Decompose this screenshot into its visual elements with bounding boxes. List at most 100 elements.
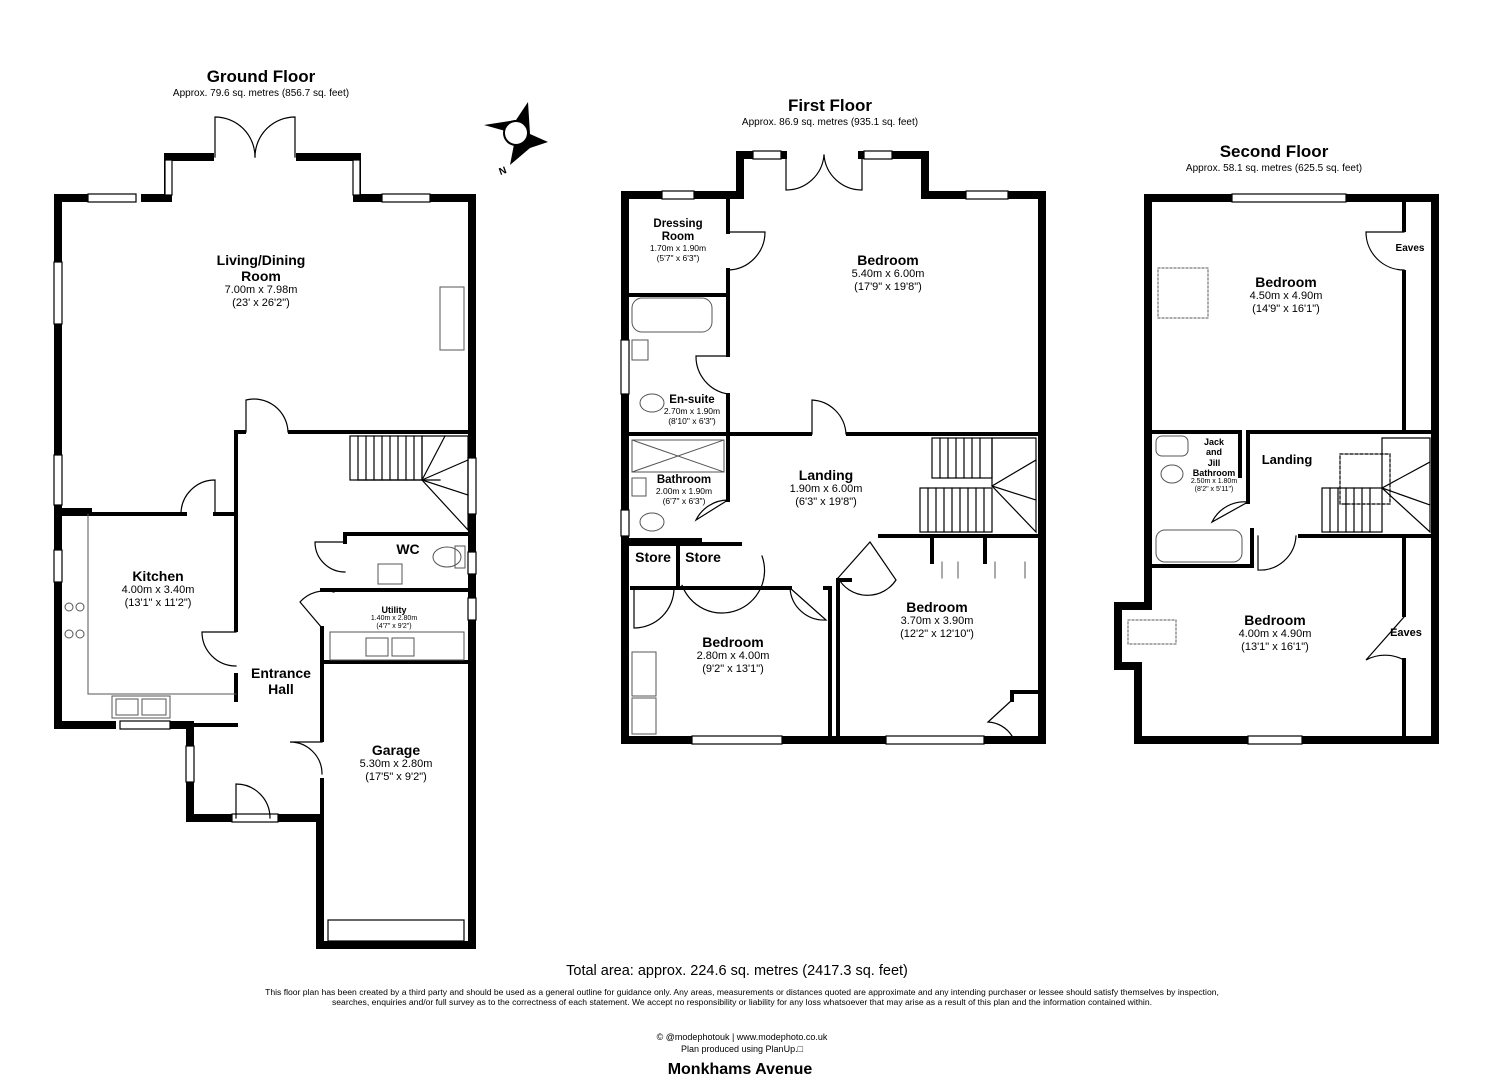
room-label-utility: Utility 1.40m x 2.80m (4'7" x 9'2")	[371, 605, 417, 631]
room-name: Bedroom	[857, 252, 919, 268]
room-name: Dressing	[653, 218, 703, 230]
room-dimensions-imperial: (9'2" x 13'1")	[702, 662, 764, 675]
second-floor-interior-walls	[1148, 196, 1432, 742]
property-address: Monkhams Avenue	[667, 1061, 813, 1078]
room-dimensions-metric: 1.40m x 2.80m	[370, 615, 418, 623]
room-label-kitchen: Kitchen 4.00m x 3.40m (13'1" x 11'2")	[122, 568, 195, 609]
room-name: Bathroom	[656, 474, 712, 486]
room-name: Room	[241, 268, 281, 285]
room-name: Bedroom	[1244, 612, 1306, 628]
room-name: En-suite	[669, 394, 715, 406]
room-label-bedroom-2: Bedroom 3.70m x 3.90m (12'2" x 12'10")	[900, 599, 974, 640]
room-dimensions-imperial: (14'9" x 16'1")	[1252, 302, 1320, 315]
ground-floor-doors	[180, 116, 346, 819]
second-floor-plan	[1114, 193, 1439, 745]
room-name: Kitchen	[132, 568, 184, 584]
room-label-store: Store	[685, 549, 721, 565]
room-dimensions-metric: 4.50m x 4.90m	[1249, 290, 1323, 303]
first-floor-plan	[620, 150, 1046, 745]
room-dimensions-imperial: (4'7" x 9'2")	[376, 623, 412, 631]
room-dimensions-imperial: (12'2" x 12'10")	[900, 627, 974, 640]
ground-floor-windows	[53, 159, 477, 942]
room-name: Bedroom	[906, 599, 968, 615]
first-floor-interior-walls	[623, 193, 1044, 742]
ground-floor-plan	[53, 116, 477, 949]
room-label-garage: Garage 5.30m x 2.80m (17'5" x 9'2")	[360, 742, 433, 783]
room-dimensions-metric: 4.00m x 4.90m	[1238, 628, 1312, 641]
photographer-credit: © @modephotouk | www.modephoto.co.uk	[656, 1032, 828, 1042]
floor-title: First Floor	[787, 96, 873, 115]
room-dimensions-metric: 5.40m x 6.00m	[851, 268, 925, 281]
room-label-eaves: Eaves	[1390, 627, 1422, 639]
room-dimensions-metric: 2.50m x 1.80m	[1190, 478, 1238, 486]
second-floor-doors	[1210, 231, 1405, 661]
room-label-wc: WC	[396, 541, 420, 557]
room-dimensions-imperial: (13'1" x 11'2")	[124, 596, 192, 609]
room-dimensions-metric: 2.80m x 4.00m	[696, 650, 770, 663]
floor-title: Second Floor	[1219, 142, 1329, 161]
room-label-jack-and-jill-bathroom: Jack and Jill Bathroom 2.50m x 1.80m (8'…	[1191, 437, 1237, 494]
ground-floor-interior-walls	[86, 430, 474, 820]
room-dimensions-metric: 1.70m x 1.90m	[649, 243, 707, 254]
room-dimensions-imperial: (13'1" x 16'1")	[1241, 640, 1309, 653]
second-floor-fixtures	[1127, 267, 1243, 645]
total-area: Total area: approx. 224.6 sq. metres (24…	[566, 963, 908, 979]
room-dimensions-imperial: (8'10" x 6'3")	[668, 415, 716, 426]
room-label-bathroom: Bathroom 2.00m x 1.90m (6'7" x 6'3")	[656, 474, 712, 507]
ground-floor-fixtures	[64, 286, 466, 719]
second-floor-windows	[1231, 193, 1347, 745]
room-label-en-suite: En-suite 2.70m x 1.90m (8'10" x 6'3")	[664, 394, 720, 427]
compass-ring	[503, 120, 529, 146]
software-credit: Plan produced using PlanUp.□	[680, 1044, 804, 1054]
room-dimensions-imperial: (8'2" x 5'11")	[1194, 486, 1234, 494]
floor-area: Approx. 79.6 sq. metres (856.7 sq. feet)	[172, 88, 350, 99]
room-label-eaves: Eaves	[1395, 243, 1425, 254]
room-dimensions-imperial: (17'9" x 19'8")	[854, 280, 922, 293]
second-floor-stairs	[1321, 437, 1431, 534]
room-label-entrance-hall: Entrance Hall	[251, 665, 311, 697]
room-label-bedroom-bottom: Bedroom 4.00m x 4.90m (13'1" x 16'1")	[1239, 612, 1312, 653]
floor-area: Approx. 86.9 sq. metres (935.1 sq. feet)	[741, 117, 919, 128]
room-dimensions-metric: 5.30m x 2.80m	[359, 758, 433, 771]
room-label-bedroom-3: Bedroom 2.80m x 4.00m (9'2" x 13'1")	[697, 634, 770, 675]
second-floor-walls	[1114, 194, 1439, 744]
room-name: Landing	[798, 467, 854, 483]
room-label-dressing-room: Dressing Room 1.70m x 1.90m (5'7" x 6'3"…	[650, 218, 706, 264]
room-dimensions-imperial: (5'7" x 6'3")	[656, 253, 700, 264]
room-label-store: Store	[635, 549, 671, 565]
first-floor-windows	[620, 150, 1009, 745]
room-dimensions-imperial: (6'7" x 6'3")	[662, 495, 706, 506]
room-label-main-bedroom: Bedroom 5.40m x 6.00m (17'9" x 19'8")	[852, 252, 925, 293]
room-dimensions-metric: 4.00m x 3.40m	[121, 584, 195, 597]
room-dimensions-metric: 2.00m x 1.90m	[655, 486, 713, 497]
room-label-landing: Landing 1.90m x 6.00m (6'3" x 19'8")	[790, 467, 863, 508]
room-name: Bathroom	[1192, 468, 1236, 479]
disclaimer: This floor plan has been created by a th…	[265, 987, 1219, 1007]
room-dimensions-imperial: (6'3" x 19'8")	[795, 495, 857, 508]
room-name: Entrance	[251, 665, 311, 681]
first-floor-stairs	[919, 437, 1037, 534]
room-name: Bedroom	[702, 634, 764, 650]
room-label-bedroom-top: Bedroom 4.50m x 4.90m (14'9" x 16'1")	[1250, 274, 1323, 315]
room-dimensions-imperial: (17'5" x 9'2")	[365, 770, 427, 783]
room-name: Utility	[381, 605, 407, 615]
room-dimensions-metric: 7.00m x 7.98m	[224, 284, 298, 297]
room-dimensions-metric: 3.70m x 3.90m	[900, 615, 974, 628]
room-label-landing-second: Landing	[1261, 452, 1313, 467]
floor-area: Approx. 58.1 sq. metres (625.5 sq. feet)	[1185, 163, 1363, 174]
room-name: Hall	[268, 681, 294, 698]
first-floor-doors	[633, 154, 1013, 737]
room-name: Jack	[1203, 437, 1225, 447]
first-floor-fixtures	[631, 297, 1026, 735]
room-dimensions-imperial: (23' x 26'2")	[232, 296, 290, 309]
room-name: Living/Dining	[216, 252, 306, 268]
room-dimensions-metric: 1.90m x 6.00m	[789, 483, 863, 496]
room-name: and	[1205, 447, 1222, 458]
room-name: Jill	[1207, 457, 1221, 468]
compass	[484, 102, 548, 165]
first-floor-walls	[621, 151, 1046, 744]
room-name: Room	[661, 231, 695, 244]
ground-floor-stairs	[349, 435, 469, 532]
floor-title: Ground Floor	[206, 67, 316, 86]
